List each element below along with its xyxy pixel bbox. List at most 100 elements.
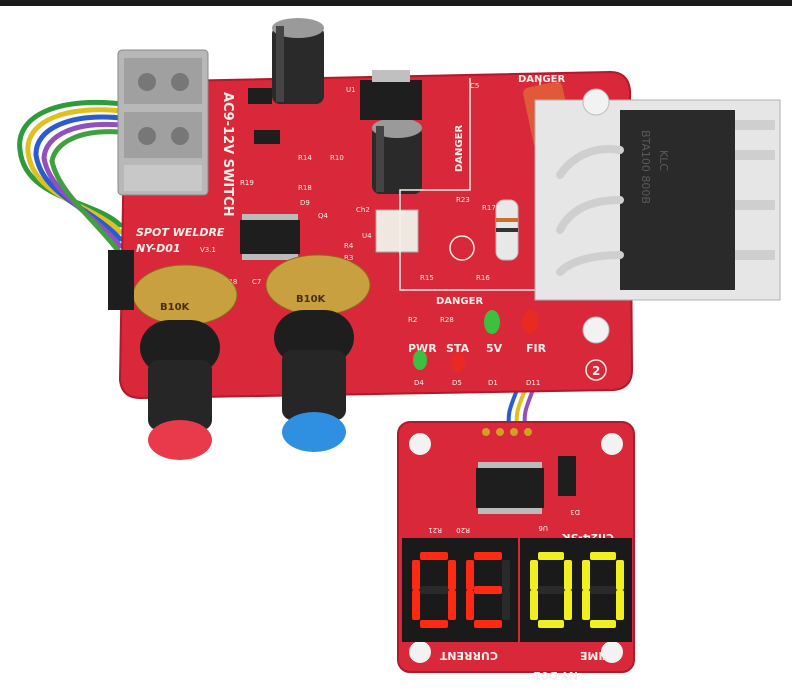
mount-number-ring — [585, 359, 607, 381]
segment-f — [530, 560, 538, 590]
ref-label: R15 — [420, 274, 434, 282]
led-ref: D11 — [526, 379, 540, 387]
segment-e — [530, 590, 538, 620]
ribbon-wires — [17, 99, 133, 256]
transistor — [248, 88, 272, 104]
danger-label-bottom: DANGER — [436, 296, 483, 307]
segment-c — [616, 590, 624, 620]
segment-g — [420, 586, 448, 594]
ref-label: R4 — [344, 242, 354, 250]
segment-c — [448, 590, 456, 620]
triac-brand: KLC — [657, 150, 670, 171]
ref-label: R16 — [476, 274, 490, 282]
led-ref: D4 — [414, 379, 424, 387]
capacitor-small — [372, 118, 422, 194]
ref-label: R3 — [344, 254, 353, 262]
pin-header — [108, 250, 134, 310]
led-ref: D1 — [488, 379, 498, 387]
knob-cap-red[interactable] — [148, 420, 212, 460]
segment-f — [466, 560, 474, 590]
segment-d — [590, 620, 616, 628]
top-frame-bar — [0, 0, 792, 6]
ref-label: R10 — [330, 154, 344, 162]
ref-label: Ch2 — [356, 206, 370, 214]
ref-label: R14 — [298, 154, 312, 162]
display-mount-hole — [601, 641, 623, 663]
optocoupler — [375, 209, 419, 253]
diode — [558, 456, 576, 496]
display-ref: D3 — [570, 508, 580, 516]
segment-f — [412, 560, 420, 590]
segment-e — [466, 590, 474, 620]
power-label: AC9-12V SWITCH — [220, 92, 235, 217]
mount-hole — [582, 316, 610, 344]
ref-label: R17 — [482, 204, 496, 212]
segment-f — [582, 560, 590, 590]
heat-sink-fins — [735, 120, 775, 260]
ref-label: R23 — [456, 196, 470, 204]
ref-label: R18 — [298, 184, 312, 192]
segment-g — [538, 586, 564, 594]
potentiometer-current[interactable]: B10K — [132, 264, 238, 460]
triac-legs — [556, 145, 624, 276]
ref-label: D9 — [300, 199, 310, 207]
led-label-5v: 5V — [486, 342, 503, 355]
voltage-regulator — [360, 70, 422, 120]
led-fir — [522, 310, 538, 334]
segment-g — [474, 586, 502, 594]
display-mount-hole — [409, 433, 431, 455]
segment-e — [412, 590, 420, 620]
knob-cap-blue[interactable] — [282, 412, 346, 452]
status-leds: PWR STA 5V FIR D4 D5 D1 D11 — [408, 310, 547, 387]
mount-number: 2 — [592, 364, 600, 378]
ref-label: U4 — [362, 232, 372, 240]
capacitor-large — [272, 18, 324, 104]
version-label: V3.1 — [200, 246, 216, 254]
led-sta — [451, 352, 465, 372]
ref-label: R19 — [240, 179, 254, 187]
segment-b — [448, 560, 456, 590]
mount-hole — [582, 88, 610, 116]
segment-d — [474, 620, 502, 628]
potentiometer-time[interactable]: B10K — [265, 254, 371, 452]
triac: KLC BTA100 800B — [620, 110, 735, 290]
ref-label: U1 — [346, 86, 356, 94]
ic-pins — [242, 214, 298, 260]
triac-model: BTA100 800B — [639, 130, 652, 204]
ic-chip — [240, 220, 300, 254]
danger-label-side: DANGER — [454, 125, 465, 172]
model-label: NY-D01 — [136, 242, 181, 255]
segment-e — [582, 590, 590, 620]
time-label: TIME — [580, 649, 610, 662]
segment-g — [590, 586, 616, 594]
segment-a — [590, 552, 616, 560]
warning-symbol — [449, 235, 475, 261]
smd-component — [254, 130, 280, 144]
display-header-pins — [482, 428, 532, 436]
display-mount-hole — [409, 641, 431, 663]
display-mount-hole — [601, 433, 623, 455]
product-label: SPOT WELDRE — [136, 226, 225, 239]
time-digits — [530, 552, 624, 628]
display-ref: U6 — [538, 524, 548, 532]
pot-label: B10K — [296, 294, 327, 305]
current-label: CURRENT — [439, 649, 498, 662]
led-ref: D5 — [452, 379, 462, 387]
segment-a — [538, 552, 564, 560]
segment-b — [502, 560, 510, 590]
led-label-sta: STA — [446, 342, 470, 355]
current-digits — [412, 552, 510, 628]
display-driver-ic — [476, 462, 544, 514]
danger-label-top: DANGER — [518, 74, 565, 85]
segment-b — [564, 560, 572, 590]
ref-label: R28 — [440, 316, 454, 324]
led-pwr — [413, 350, 427, 370]
power-resistor — [495, 199, 519, 261]
segment-b — [616, 560, 624, 590]
segment-a — [474, 552, 502, 560]
pot-label: B10K — [160, 302, 191, 313]
display-model-label: NY-D01 — [533, 669, 578, 682]
display-ref: R20 — [456, 526, 470, 534]
display-ref: R21 — [428, 526, 442, 534]
